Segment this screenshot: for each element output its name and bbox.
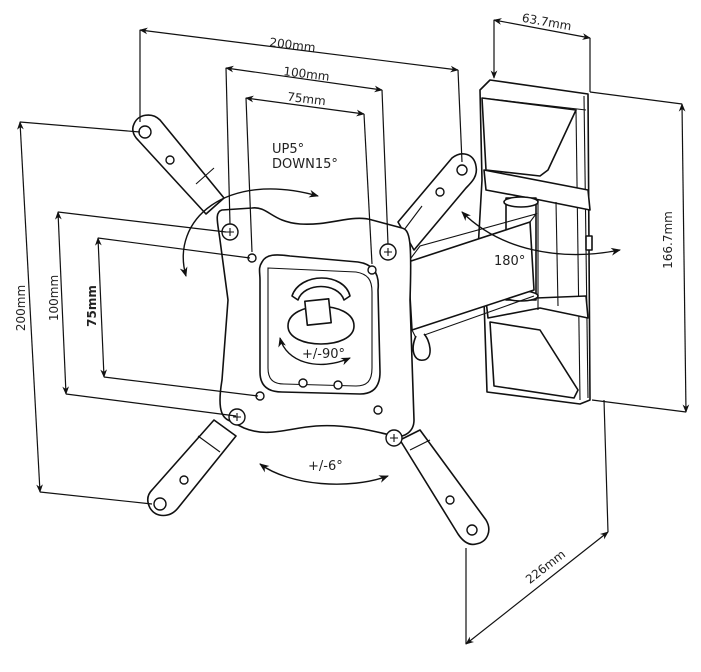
tilt-arrow [179, 188, 319, 277]
rotation-arrow [278, 337, 351, 366]
vesa-hole [367, 265, 377, 275]
motion-arrows [179, 188, 621, 485]
screw-bottom-left [228, 408, 246, 426]
dim-left-200: 200mm [14, 285, 28, 331]
wall-plate-top-cover [481, 97, 577, 177]
screw-top-right [379, 243, 397, 261]
wall-plate [477, 79, 593, 405]
rotation-label: +/-90° [302, 347, 345, 362]
swivel-arrow [461, 211, 621, 256]
bracket-arm-lower-left [147, 419, 237, 517]
tilt-down-label: DOWN15° [272, 157, 338, 172]
wall-plate-bottom-cover [489, 321, 579, 399]
swivel-label: 180° [494, 254, 525, 269]
dim-top-75: 75mm [286, 90, 326, 109]
tilt-up-label: UP5° [272, 142, 304, 157]
level-arrow [259, 463, 389, 485]
dim-left-100: 100mm [47, 275, 61, 321]
dimension-lines [17, 18, 690, 645]
bracket-arm-upper-left [132, 114, 225, 215]
dim-wall-plate-height: 166.7mm [661, 211, 675, 269]
level-label: +/-6° [308, 459, 343, 474]
dim-top-200: 200mm [269, 35, 317, 55]
dim-left-75: 75mm [85, 285, 99, 327]
dim-top-100: 100mm [283, 64, 331, 84]
vesa-plate [216, 207, 415, 447]
bracket-arm-lower-right [399, 429, 490, 546]
screw-bottom-right [385, 429, 403, 447]
bracket-arm-upper-right [397, 153, 478, 251]
vesa-hole [373, 405, 383, 415]
